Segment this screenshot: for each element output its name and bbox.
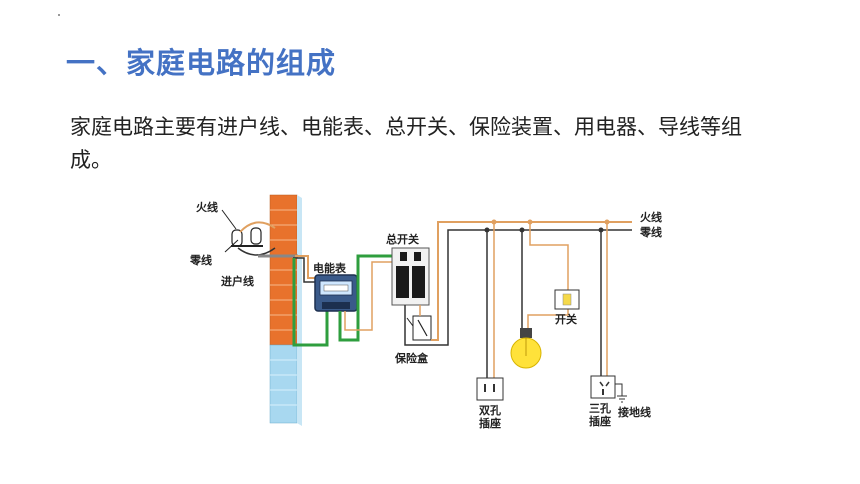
label-service-entrance: 进户线 bbox=[221, 274, 254, 288]
electric-meter bbox=[314, 274, 358, 312]
distribution-wires bbox=[404, 221, 632, 346]
two-hole-socket-branch bbox=[486, 222, 495, 380]
decorative-dot bbox=[58, 14, 60, 16]
three-hole-socket-branch bbox=[600, 222, 623, 396]
label-three-hole-socket-line2: 插座 bbox=[589, 414, 611, 428]
label-neutral-wire-left: 零线 bbox=[189, 253, 212, 267]
main-switch bbox=[391, 247, 430, 306]
wall bbox=[269, 194, 302, 426]
label-live-wire-left: 火线 bbox=[196, 200, 218, 214]
page-title: 一、家庭电路的组成 bbox=[66, 46, 337, 80]
two-hole-socket bbox=[476, 377, 504, 401]
label-live-wire-right: 火线 bbox=[640, 210, 662, 224]
entrance-wires bbox=[292, 255, 329, 347]
label-two-hole-socket-line2: 插座 bbox=[479, 416, 501, 430]
light-bulb bbox=[510, 328, 542, 369]
fuse-box bbox=[406, 315, 432, 341]
label-neutral-wire-right: 零线 bbox=[639, 225, 662, 239]
three-hole-socket bbox=[590, 375, 616, 399]
label-main-switch: 总开关 bbox=[386, 232, 419, 246]
label-ground-wire: 接地线 bbox=[618, 405, 651, 419]
body-paragraph: 家庭电路主要有进户线、电能表、总开关、保险装置、用电器、导线等组成。 bbox=[70, 115, 742, 172]
wall-switch bbox=[554, 289, 580, 310]
label-two-hole-socket-line1: 双孔 bbox=[479, 404, 501, 417]
label-fuse-box: 保险盒 bbox=[394, 351, 429, 365]
label-three-hole-socket-line1: 三孔 bbox=[589, 402, 611, 415]
meter-to-switch-wires bbox=[338, 254, 392, 342]
service-entrance-insulators bbox=[221, 209, 298, 258]
label-switch: 开关 bbox=[555, 312, 577, 326]
label-meter: 电能表 bbox=[313, 261, 347, 275]
ground-symbol bbox=[617, 395, 627, 403]
lamp-branch bbox=[521, 222, 569, 330]
